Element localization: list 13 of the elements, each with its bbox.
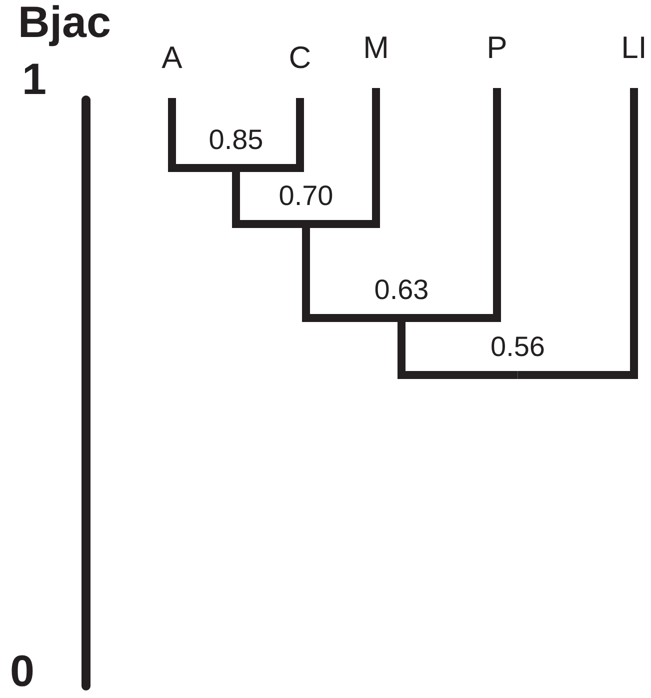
similarity-value: 0.70 — [271, 180, 341, 220]
leaf-label: C — [270, 40, 330, 98]
similarity-value: 0.63 — [366, 274, 436, 314]
leaf-label: A — [142, 40, 202, 98]
leaf-label: LI — [604, 30, 651, 88]
axis-label: 0 — [10, 650, 34, 694]
dendrogram-branch — [518, 88, 638, 379]
similarity-value: 0.85 — [201, 124, 271, 164]
similarity-value: 0.56 — [482, 331, 553, 371]
leaf-label: M — [346, 30, 406, 88]
leaf-label: P — [467, 30, 527, 88]
chart-title: Bjac — [18, 0, 111, 48]
axis-label: 1 — [22, 58, 46, 102]
